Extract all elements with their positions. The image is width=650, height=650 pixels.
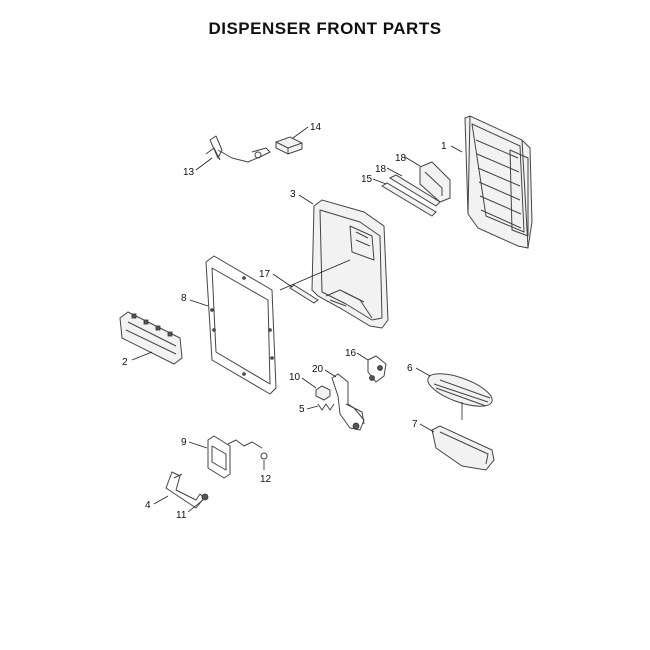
callout-2: 2 (122, 357, 128, 368)
part-20-lever[interactable] (331, 373, 365, 431)
part-12-harness[interactable] (227, 439, 268, 460)
callout-9: 9 (181, 437, 187, 448)
part-8-gasket[interactable] (205, 255, 277, 395)
callout-10: 10 (289, 372, 301, 383)
callout-13: 13 (183, 167, 195, 178)
part-18-bracket[interactable] (419, 161, 451, 203)
callout-8: 8 (181, 293, 187, 304)
callout-20: 20 (312, 364, 324, 375)
callout-18-upper: 18 (395, 153, 407, 164)
part-2-panel[interactable] (119, 311, 183, 365)
part-4-bracket[interactable] (165, 471, 205, 509)
part-13-switch[interactable] (205, 135, 271, 163)
part-1-housing[interactable] (464, 115, 533, 249)
callout-5: 5 (299, 404, 305, 415)
part-17-strip[interactable] (289, 284, 319, 304)
callout-12: 12 (260, 474, 272, 485)
part-9-frame[interactable] (207, 435, 231, 479)
callout-17: 17 (259, 269, 271, 280)
diagram-title: DISPENSER FRONT PARTS (208, 19, 442, 38)
callout-1: 1 (441, 141, 447, 152)
callout-labels: 1 18 18 15 14 13 3 17 8 2 16 6 20 10 5 7… (122, 122, 447, 521)
callout-3: 3 (290, 189, 296, 200)
part-5-spring[interactable] (317, 403, 335, 411)
callout-11: 11 (176, 510, 187, 521)
part-7-tray[interactable] (431, 425, 495, 471)
callout-6: 6 (407, 363, 413, 374)
callout-16: 16 (345, 348, 357, 359)
part-6-grille[interactable] (424, 367, 496, 413)
callout-18-lower: 18 (375, 164, 387, 175)
callout-15: 15 (361, 174, 373, 185)
part-10-button[interactable] (315, 385, 331, 401)
leader-lines (131, 126, 463, 513)
part-14-block[interactable] (275, 136, 303, 155)
callout-4: 4 (145, 500, 151, 511)
part-16-actuator[interactable] (367, 355, 387, 383)
part-11-screw[interactable] (201, 493, 209, 501)
part-18-strip[interactable] (388, 174, 441, 207)
part-3-frame[interactable] (311, 199, 389, 329)
callout-14: 14 (310, 122, 322, 133)
callout-7: 7 (412, 419, 418, 430)
